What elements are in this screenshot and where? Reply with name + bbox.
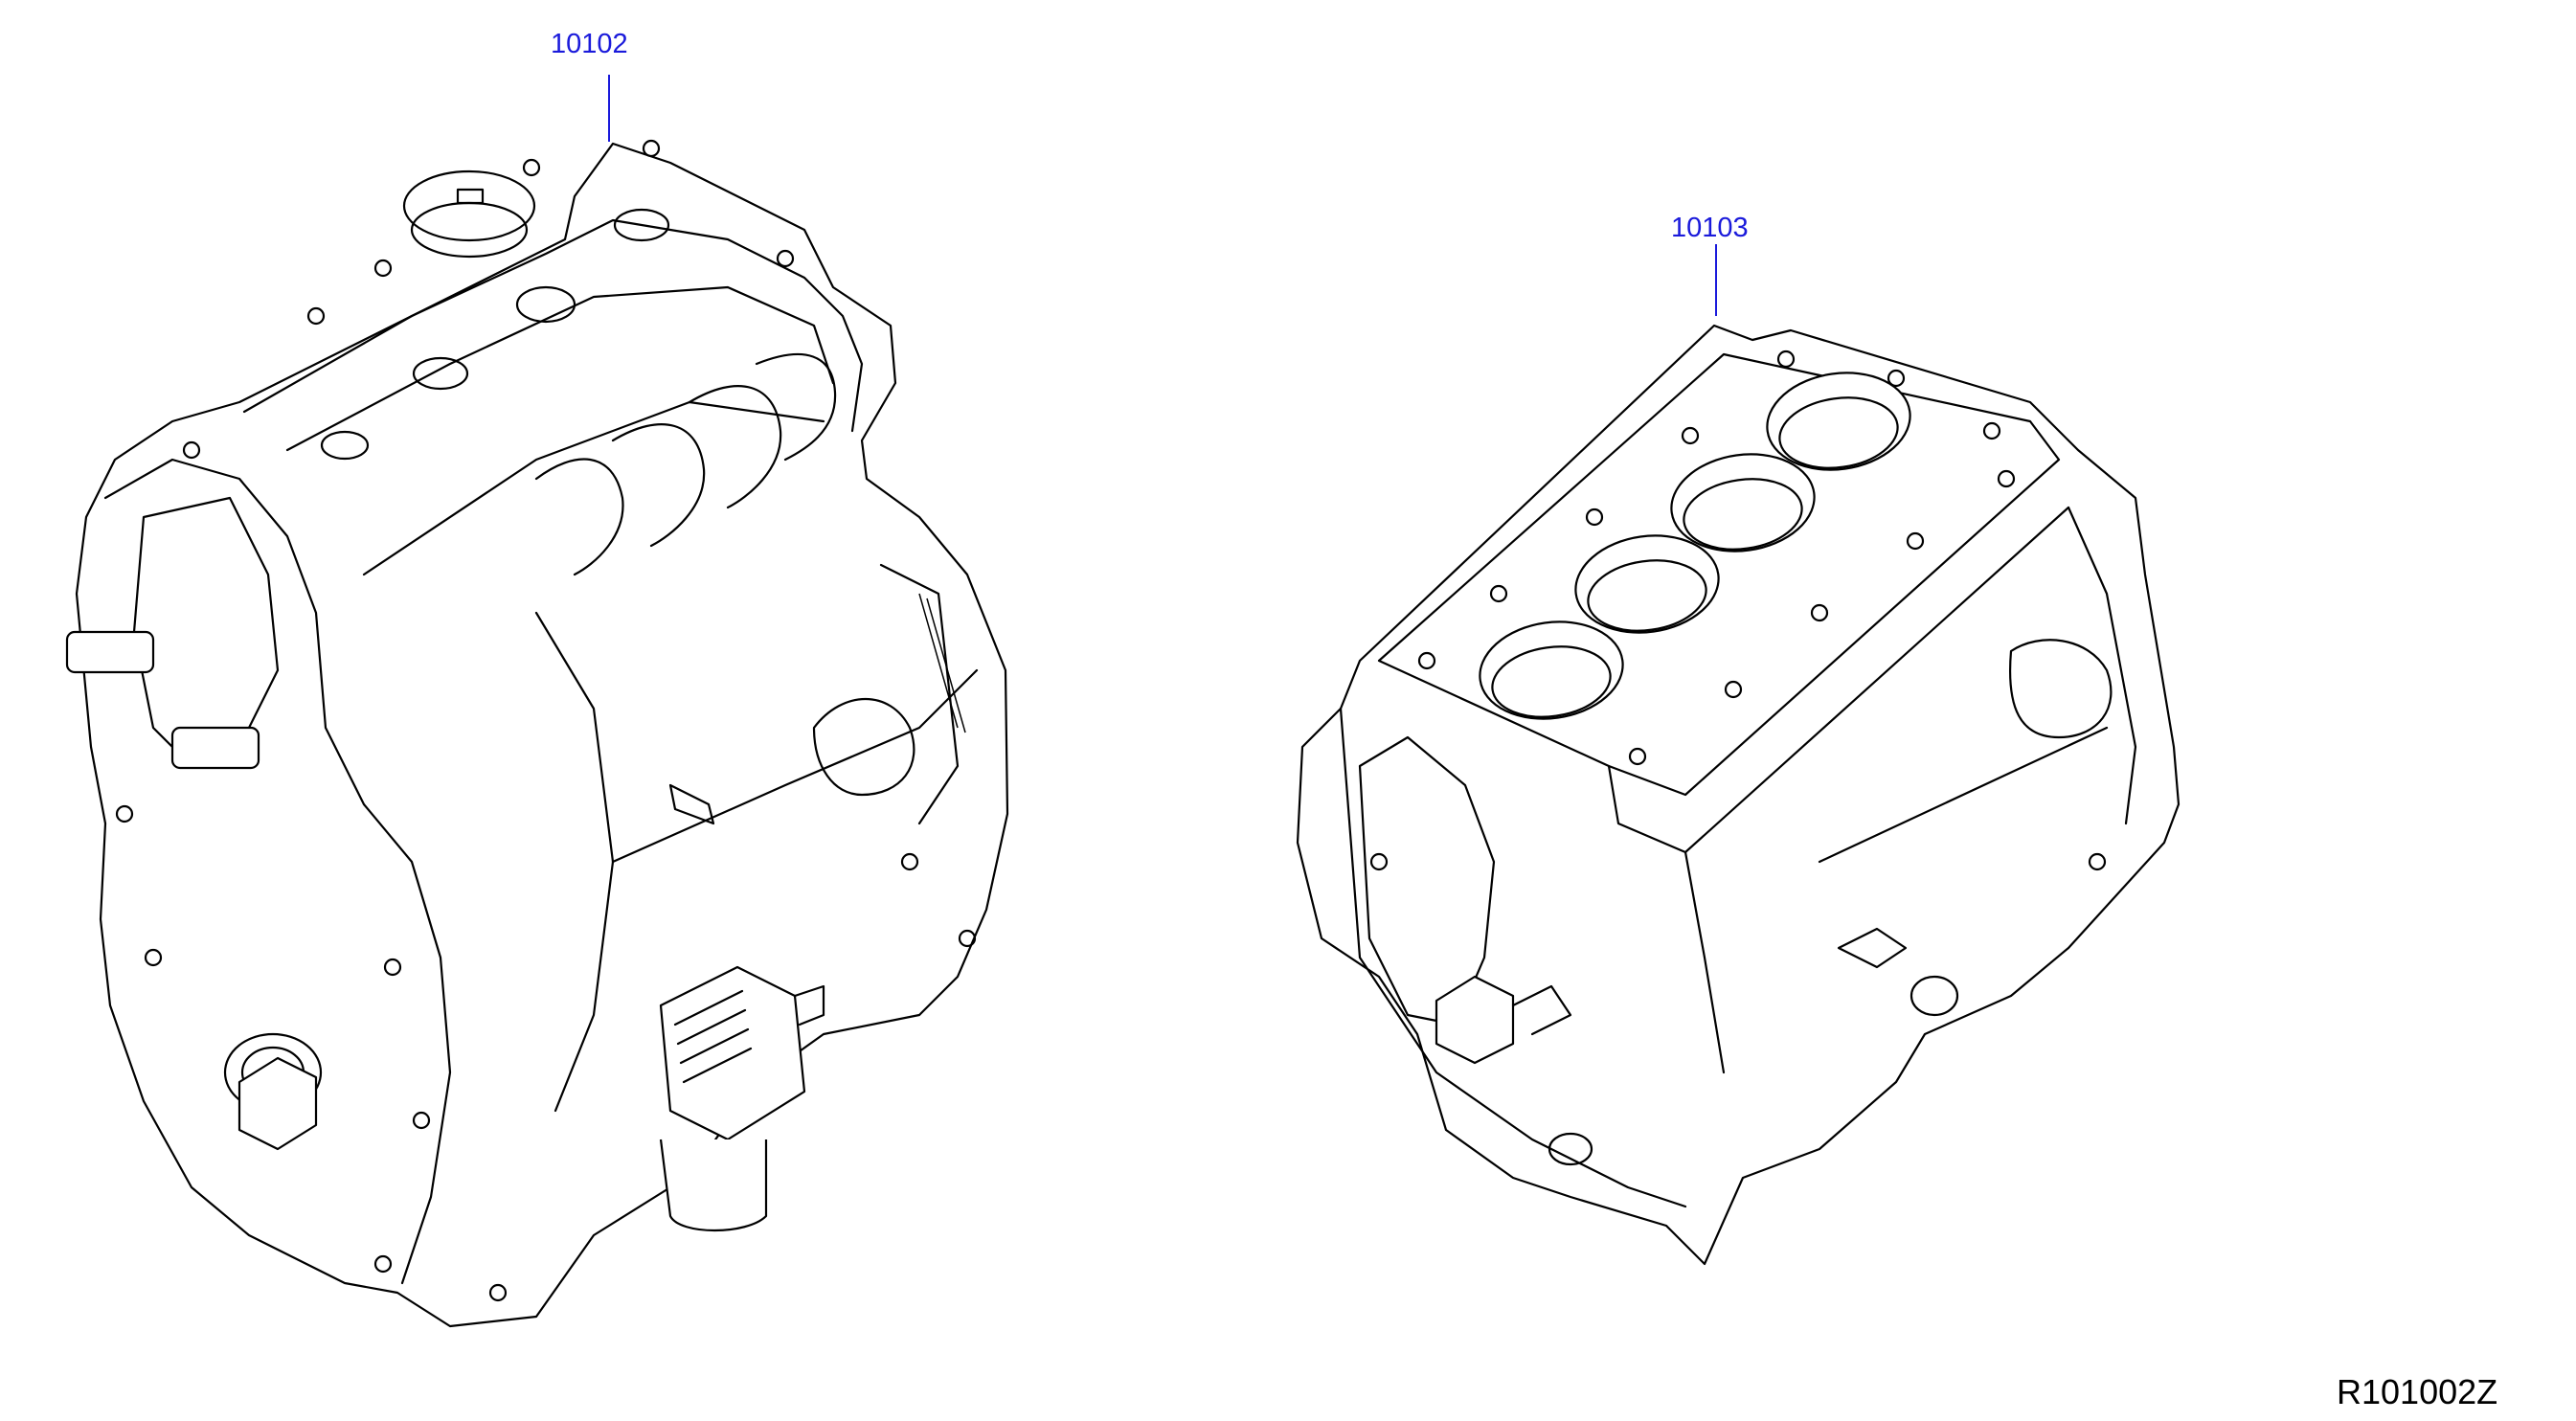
intake-runner-4 (755, 352, 837, 462)
front-plug-pipe (1511, 984, 1572, 1036)
cylinder-bore-1 (1479, 620, 1624, 720)
callout-10102[interactable]: 10102 (551, 29, 628, 59)
intake-runner-1 (534, 458, 624, 576)
cylinder-block-illustration[interactable] (1296, 244, 2181, 1266)
deck-edge (1607, 506, 2070, 854)
cylinder-bore-2 (1574, 534, 1720, 634)
callout-10103[interactable]: 10103 (1671, 213, 1749, 243)
oil-control-valve-2 (170, 726, 260, 770)
head-lower-edge (362, 400, 825, 576)
coil-boss-3 (613, 208, 670, 242)
drawing-code: R101002Z (2337, 1372, 2498, 1411)
intake-runner-3 (688, 385, 782, 509)
lower-plug (1548, 1132, 1593, 1166)
coil-boss-2 (412, 356, 469, 391)
freeze-plug (812, 698, 915, 797)
oil-cooler (659, 965, 806, 1141)
engine-assembly-illustration[interactable] (65, 75, 1009, 1328)
bolt-heads (115, 139, 977, 1302)
coil-boss-4 (320, 430, 370, 461)
cylinder-bore-2-wall (1587, 559, 1707, 632)
front-face-edge (1339, 707, 1687, 1208)
cylinder-bore-4-wall (1778, 396, 1899, 469)
front-corner-edge (1683, 850, 1726, 1074)
timing-cover-edge (103, 458, 452, 1285)
oil-filler-cap (402, 169, 536, 242)
skirt-rib (1818, 726, 2109, 864)
oil-cooler-fins (673, 989, 753, 1084)
side-freeze-plug (2009, 639, 2113, 739)
crank-bolt (237, 1056, 318, 1151)
block-side-rib (879, 563, 960, 825)
coil-boss-1 (515, 285, 576, 324)
oil-gallery-plug (1909, 975, 1959, 1017)
side-face-edge (2067, 506, 2137, 825)
cylinder-bore-1-wall (1491, 645, 1612, 718)
front-plug-bolt (1435, 975, 1515, 1065)
intake-runner-2 (611, 423, 706, 548)
deck-bolt-holes (1369, 350, 2107, 871)
front-boss (1358, 735, 1496, 1026)
cylinder-bore-3 (1670, 453, 1816, 553)
head-gasket-line (285, 285, 835, 452)
valve-cover-edge (242, 218, 864, 433)
oil-cap-tab (456, 188, 485, 205)
block-side-text (918, 593, 966, 733)
cylinder-bore-3-wall (1683, 478, 1803, 551)
oil-cooler-pipe (793, 984, 825, 1026)
sensor-plug (668, 783, 715, 825)
skirt-line (611, 668, 979, 864)
oil-control-valve-1 (65, 630, 155, 674)
knock-sensor-boss (1837, 927, 1908, 969)
oil-filter (659, 1139, 768, 1231)
cylinder-bore-4 (1766, 372, 1911, 471)
block-outline (1296, 324, 2181, 1266)
